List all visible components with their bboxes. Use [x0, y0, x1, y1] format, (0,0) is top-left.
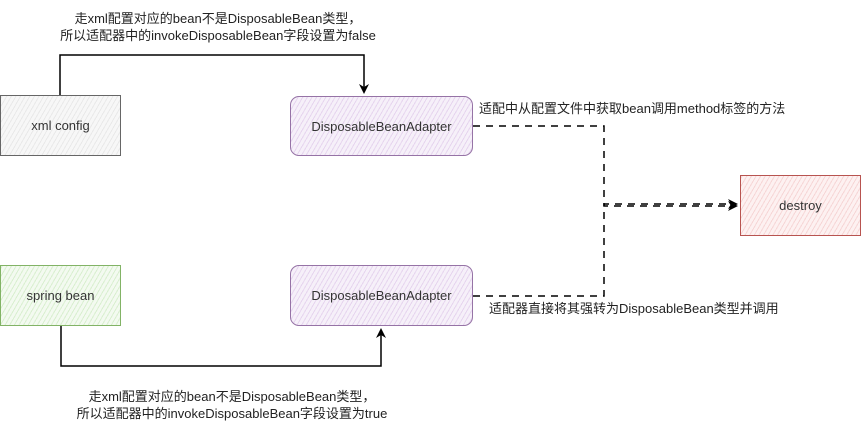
annotation-bottom: 走xml配置对应的bean不是DisposableBean类型， 所以适配器中的… [27, 388, 437, 422]
node-destroy-label: destroy [779, 198, 822, 213]
node-xml-config-label: xml config [31, 118, 90, 133]
annotation-bottom-line1: 走xml配置对应的bean不是DisposableBean类型， [88, 389, 376, 404]
node-adapter-top[interactable]: DisposableBeanAdapter [290, 96, 473, 156]
edge-adapter-bottom-to-destroy [473, 199, 738, 297]
annotation-right-bottom: 适配器直接将其强转为DisposableBean类型并调用 [489, 301, 779, 316]
node-adapter-top-label: DisposableBeanAdapter [311, 118, 452, 134]
edge-spring-bean-to-adapter [60, 326, 386, 367]
node-adapter-bottom[interactable]: DisposableBeanAdapter [290, 265, 473, 326]
node-spring-bean-label: spring bean [26, 288, 95, 303]
node-spring-bean[interactable]: spring bean [0, 265, 121, 326]
annotation-top-line2: 所以适配器中的invokeDisposableBean字段设置为false [60, 28, 376, 43]
annotation-top-line1: 走xml配置对应的bean不是DisposableBean类型， [74, 11, 362, 26]
annotation-right-top: 适配中从配置文件中获取bean调用method标签的方法 [479, 101, 786, 116]
annotation-bottom-line2: 所以适配器中的invokeDisposableBean字段设置为true [76, 406, 388, 421]
node-destroy[interactable]: destroy [740, 175, 861, 236]
edge-xml-config-to-adapter [59, 54, 369, 95]
edge-adapter-top-to-destroy [473, 125, 738, 211]
annotation-top: 走xml配置对应的bean不是DisposableBean类型， 所以适配器中的… [18, 10, 418, 44]
node-adapter-bottom-label: DisposableBeanAdapter [311, 288, 452, 303]
node-xml-config[interactable]: xml config [0, 95, 121, 156]
